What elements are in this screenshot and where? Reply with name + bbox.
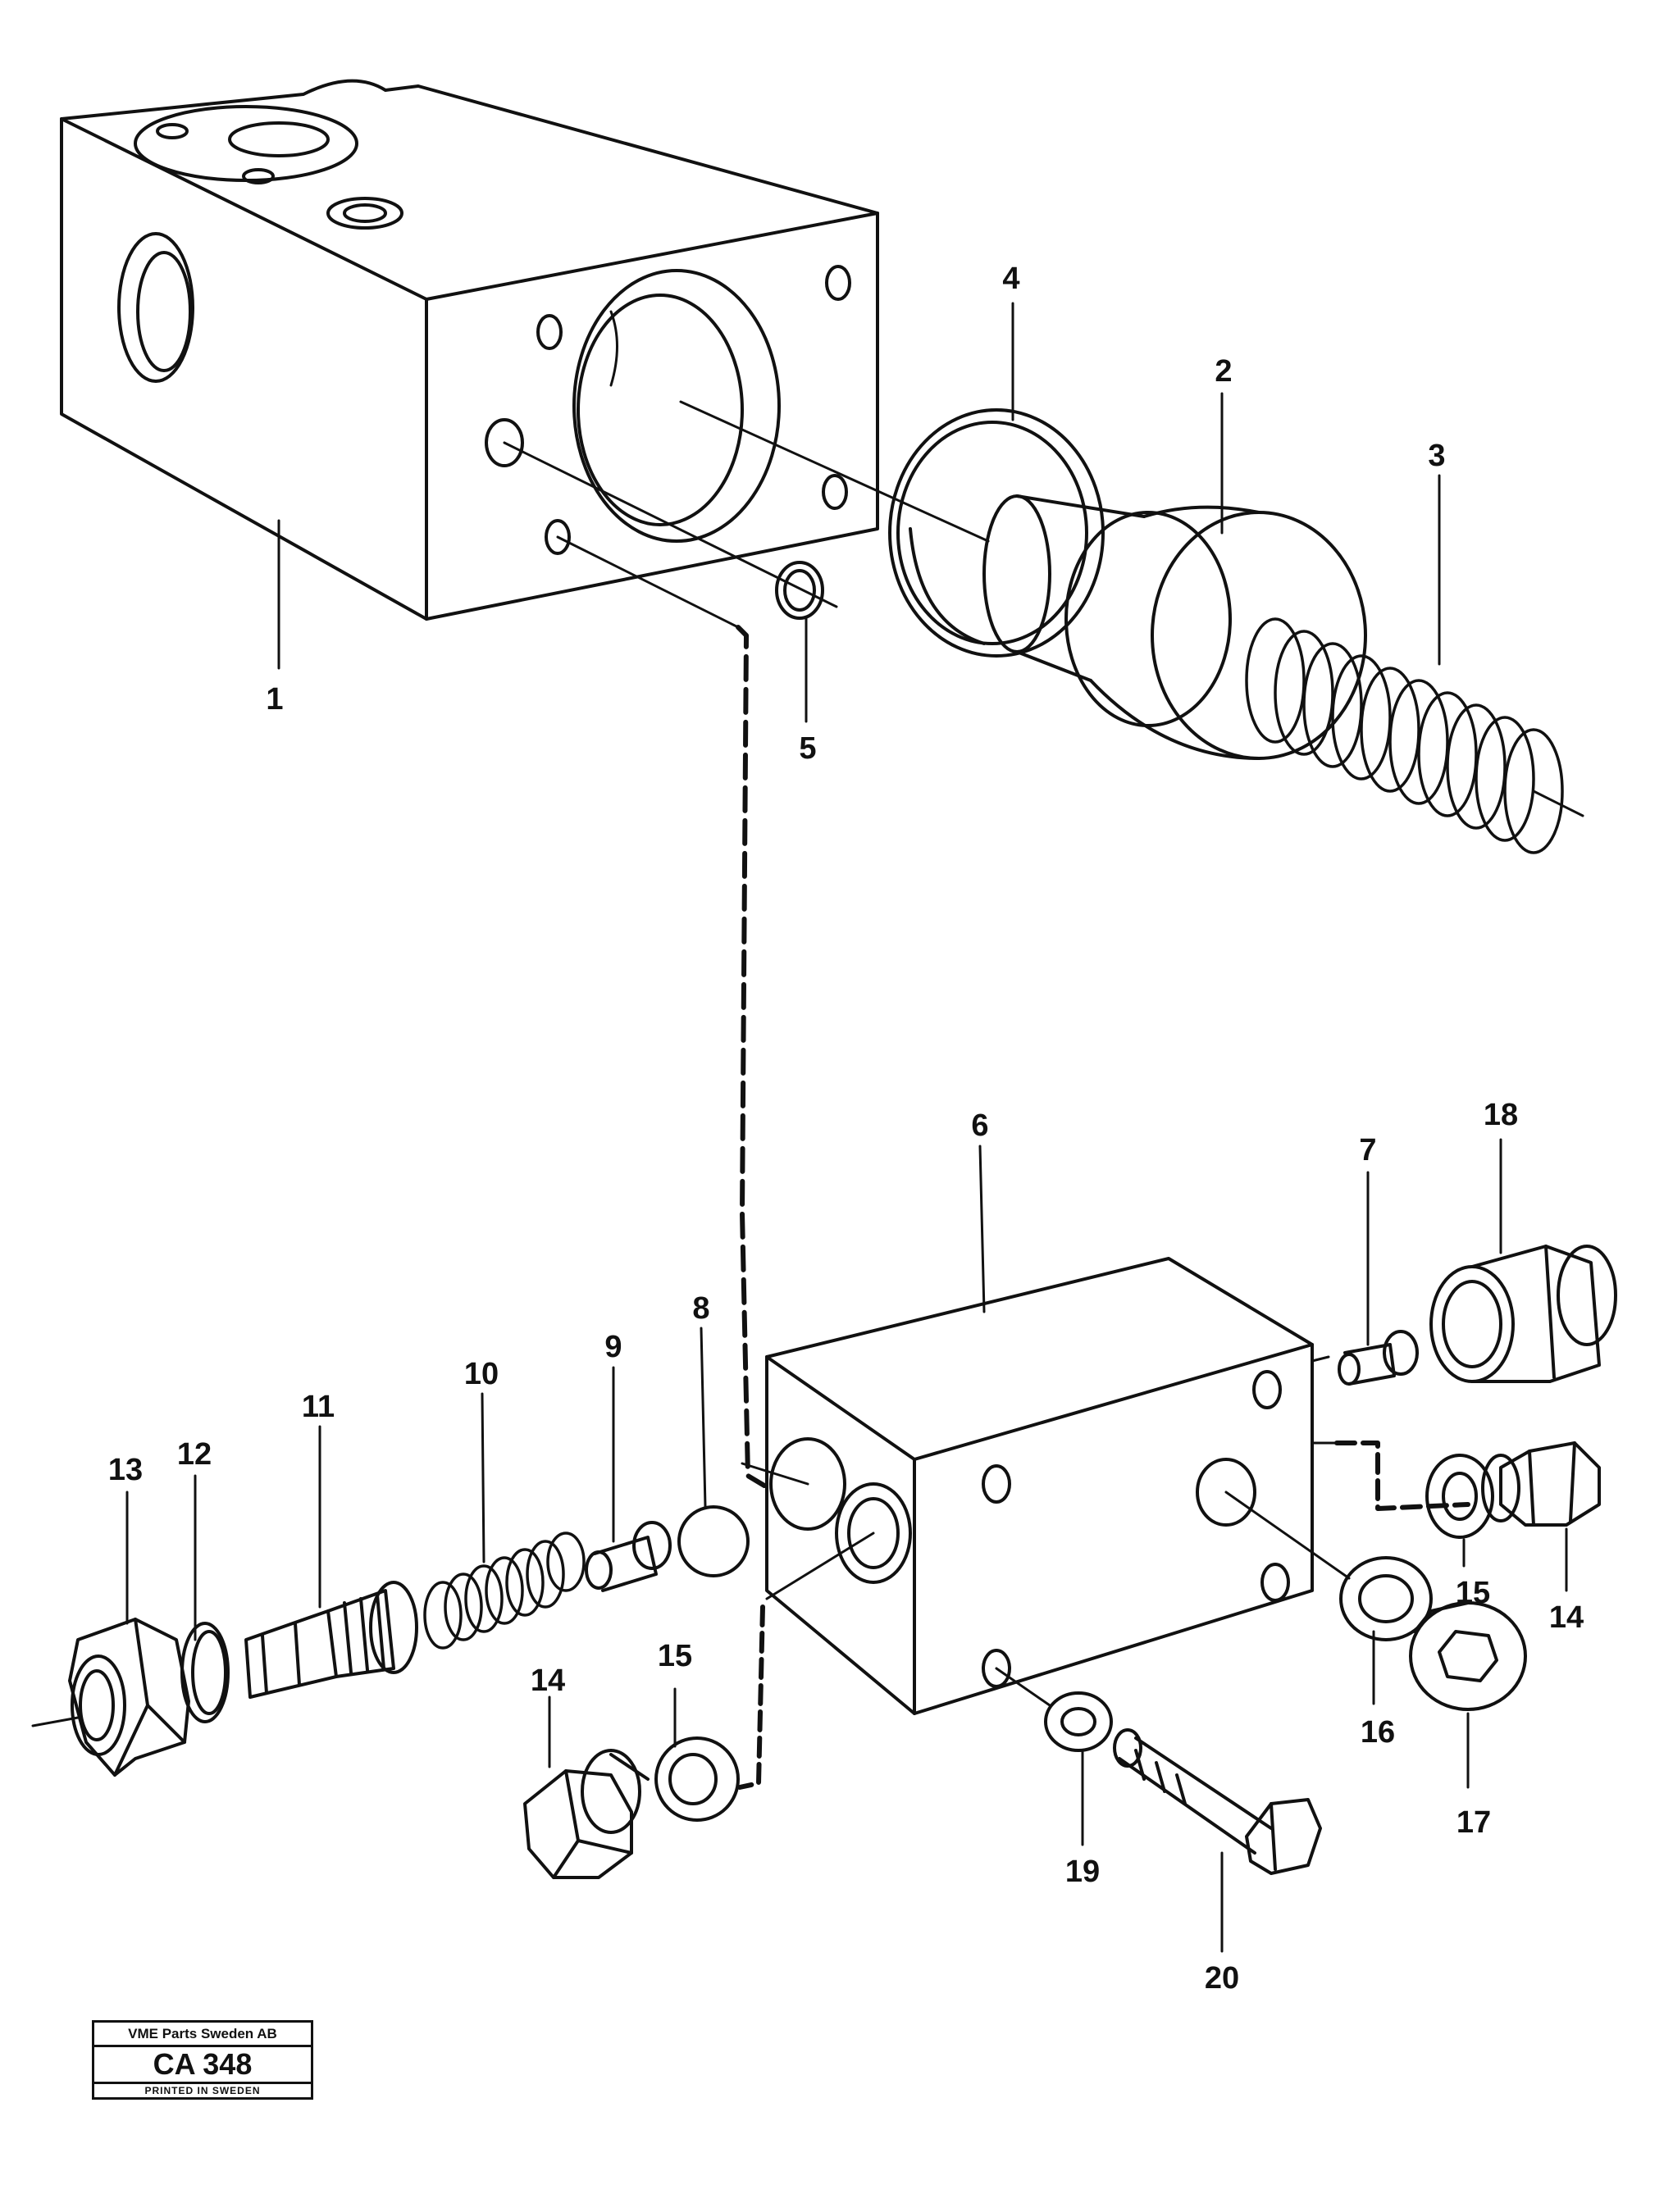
callout-13: 13 [108, 1453, 143, 1487]
part-20-bolt [1113, 1728, 1322, 1875]
part-17-socket-plug [1409, 1601, 1527, 1711]
callout-labels: 1 2 3 4 5 6 7 8 9 10 11 12 13 14 15 16 1… [108, 262, 1584, 1996]
stamp-company: VME Parts Sweden AB [94, 2023, 311, 2047]
part-1-valve-housing [60, 79, 990, 629]
part-11-adjusting-screw [244, 1581, 418, 1699]
callout-1: 1 [266, 682, 283, 717]
callout-4: 4 [1002, 262, 1019, 296]
part-10-spring [423, 1532, 586, 1650]
callout-20: 20 [1205, 1961, 1239, 1996]
part-14-plug-left [523, 1749, 650, 1879]
part-8-ball [677, 1505, 750, 1577]
part-15-washer-right [1425, 1454, 1494, 1539]
part-7-pin [1338, 1330, 1419, 1386]
part-2-piston [982, 494, 1367, 760]
callout-8: 8 [692, 1291, 709, 1326]
part-16-washer [1339, 1556, 1433, 1641]
callout-5: 5 [799, 731, 816, 766]
stamp-code: CA 348 [94, 2047, 311, 2084]
part-19-washer [1044, 1691, 1113, 1752]
part-3-spring [1245, 617, 1584, 854]
callout-9: 9 [604, 1330, 622, 1364]
stamp-printed: PRINTED IN SWEDEN [144, 2085, 261, 2096]
callout-7: 7 [1359, 1133, 1376, 1167]
part-18-union-fitting [1429, 1245, 1617, 1383]
callout-6: 6 [971, 1108, 988, 1143]
callout-19: 19 [1065, 1855, 1100, 1889]
callout-14-right: 14 [1549, 1600, 1584, 1635]
callout-3: 3 [1428, 439, 1445, 473]
part-9-plunger [585, 1521, 672, 1592]
callout-10: 10 [464, 1357, 499, 1391]
part-6-valve-block [737, 1257, 1470, 1790]
part-15-washer-left [654, 1736, 740, 1822]
callout-12: 12 [177, 1437, 212, 1472]
parts-stamp: VME Parts Sweden AB CA 348 PRINTED IN SW… [92, 2020, 313, 2100]
leader-lines [125, 302, 1568, 1953]
callout-15-right: 15 [1456, 1576, 1490, 1610]
callout-14-left: 14 [531, 1664, 565, 1698]
callout-18: 18 [1484, 1098, 1518, 1132]
callout-17: 17 [1456, 1805, 1491, 1840]
callout-2: 2 [1215, 354, 1232, 389]
callout-11: 11 [302, 1390, 335, 1424]
connector-dashed-line [736, 625, 767, 1488]
part-4-ring [888, 408, 1105, 658]
part-14-plug-right [1481, 1441, 1601, 1527]
callout-15-left: 15 [658, 1639, 692, 1673]
callout-16: 16 [1361, 1715, 1395, 1750]
part-13-cap-nut [31, 1618, 190, 1777]
part-5-o-ring [775, 561, 824, 620]
